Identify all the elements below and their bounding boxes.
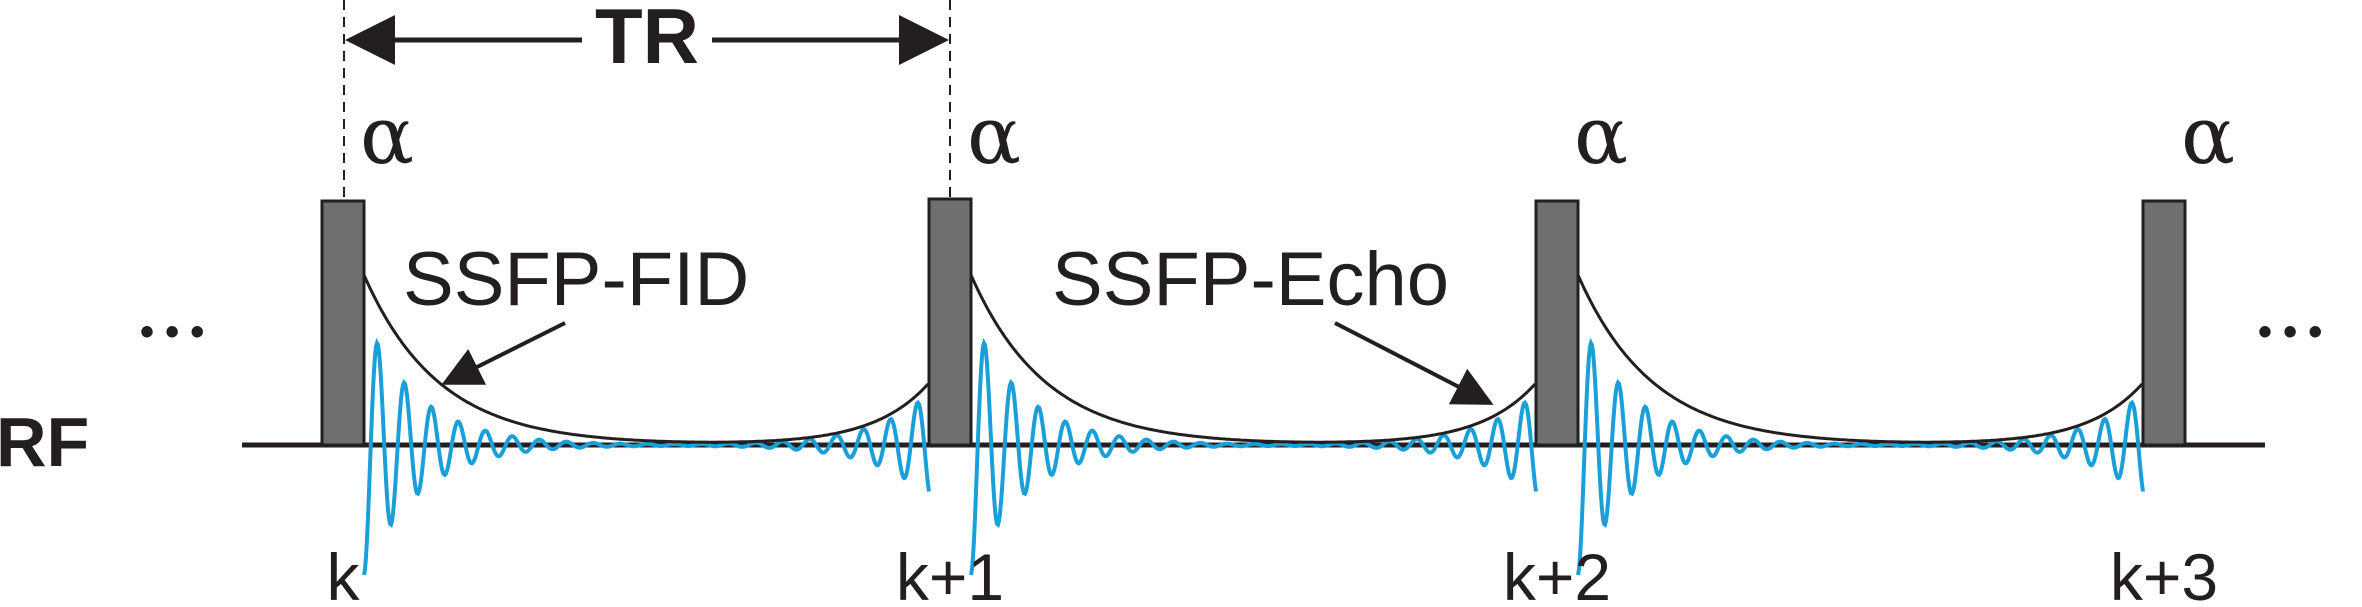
signal-oscillation-1 bbox=[362, 337, 931, 576]
ellipsis-right: • • • bbox=[2258, 310, 2322, 354]
pulse-index-4: k+3 bbox=[2110, 540, 2218, 607]
pulse-index-1: k bbox=[327, 540, 361, 607]
pulse-flip-angle-2: α bbox=[967, 89, 1021, 182]
pulse-index-3: k+2 bbox=[1503, 540, 1611, 607]
pulse-flip-angle-1: α bbox=[360, 89, 414, 182]
signal-envelope-2 bbox=[969, 274, 1537, 444]
ellipsis-left: • • • bbox=[140, 310, 204, 354]
signal-envelope-3 bbox=[1576, 274, 2144, 444]
pulse-flip-angle-4: α bbox=[2181, 89, 2235, 182]
rf-pulse-4 bbox=[2141, 199, 2187, 447]
pulse-layer: α k α k+1 α k+2 α k+3 bbox=[320, 89, 2235, 607]
rf-pulse-2 bbox=[927, 197, 973, 447]
rf-pulse-1 bbox=[320, 199, 366, 447]
signal-envelope-1 bbox=[362, 274, 930, 444]
rf-pulse-3 bbox=[1534, 199, 1580, 447]
fid-pointer-arrow bbox=[441, 321, 566, 385]
fid-label: SSFP-FID bbox=[403, 237, 749, 322]
pulse-flip-angle-3: α bbox=[1574, 89, 1628, 182]
signal-layer bbox=[362, 274, 2145, 576]
echo-pointer-arrow bbox=[1334, 321, 1494, 405]
rf-axis-label: RF bbox=[0, 403, 89, 481]
signal-oscillation-2 bbox=[969, 337, 1538, 576]
tr-label: TR bbox=[595, 0, 699, 80]
pulse-index-2: k+1 bbox=[896, 540, 1004, 607]
signal-oscillation-3 bbox=[1576, 337, 2145, 576]
echo-label: SSFP-Echo bbox=[1052, 237, 1449, 322]
